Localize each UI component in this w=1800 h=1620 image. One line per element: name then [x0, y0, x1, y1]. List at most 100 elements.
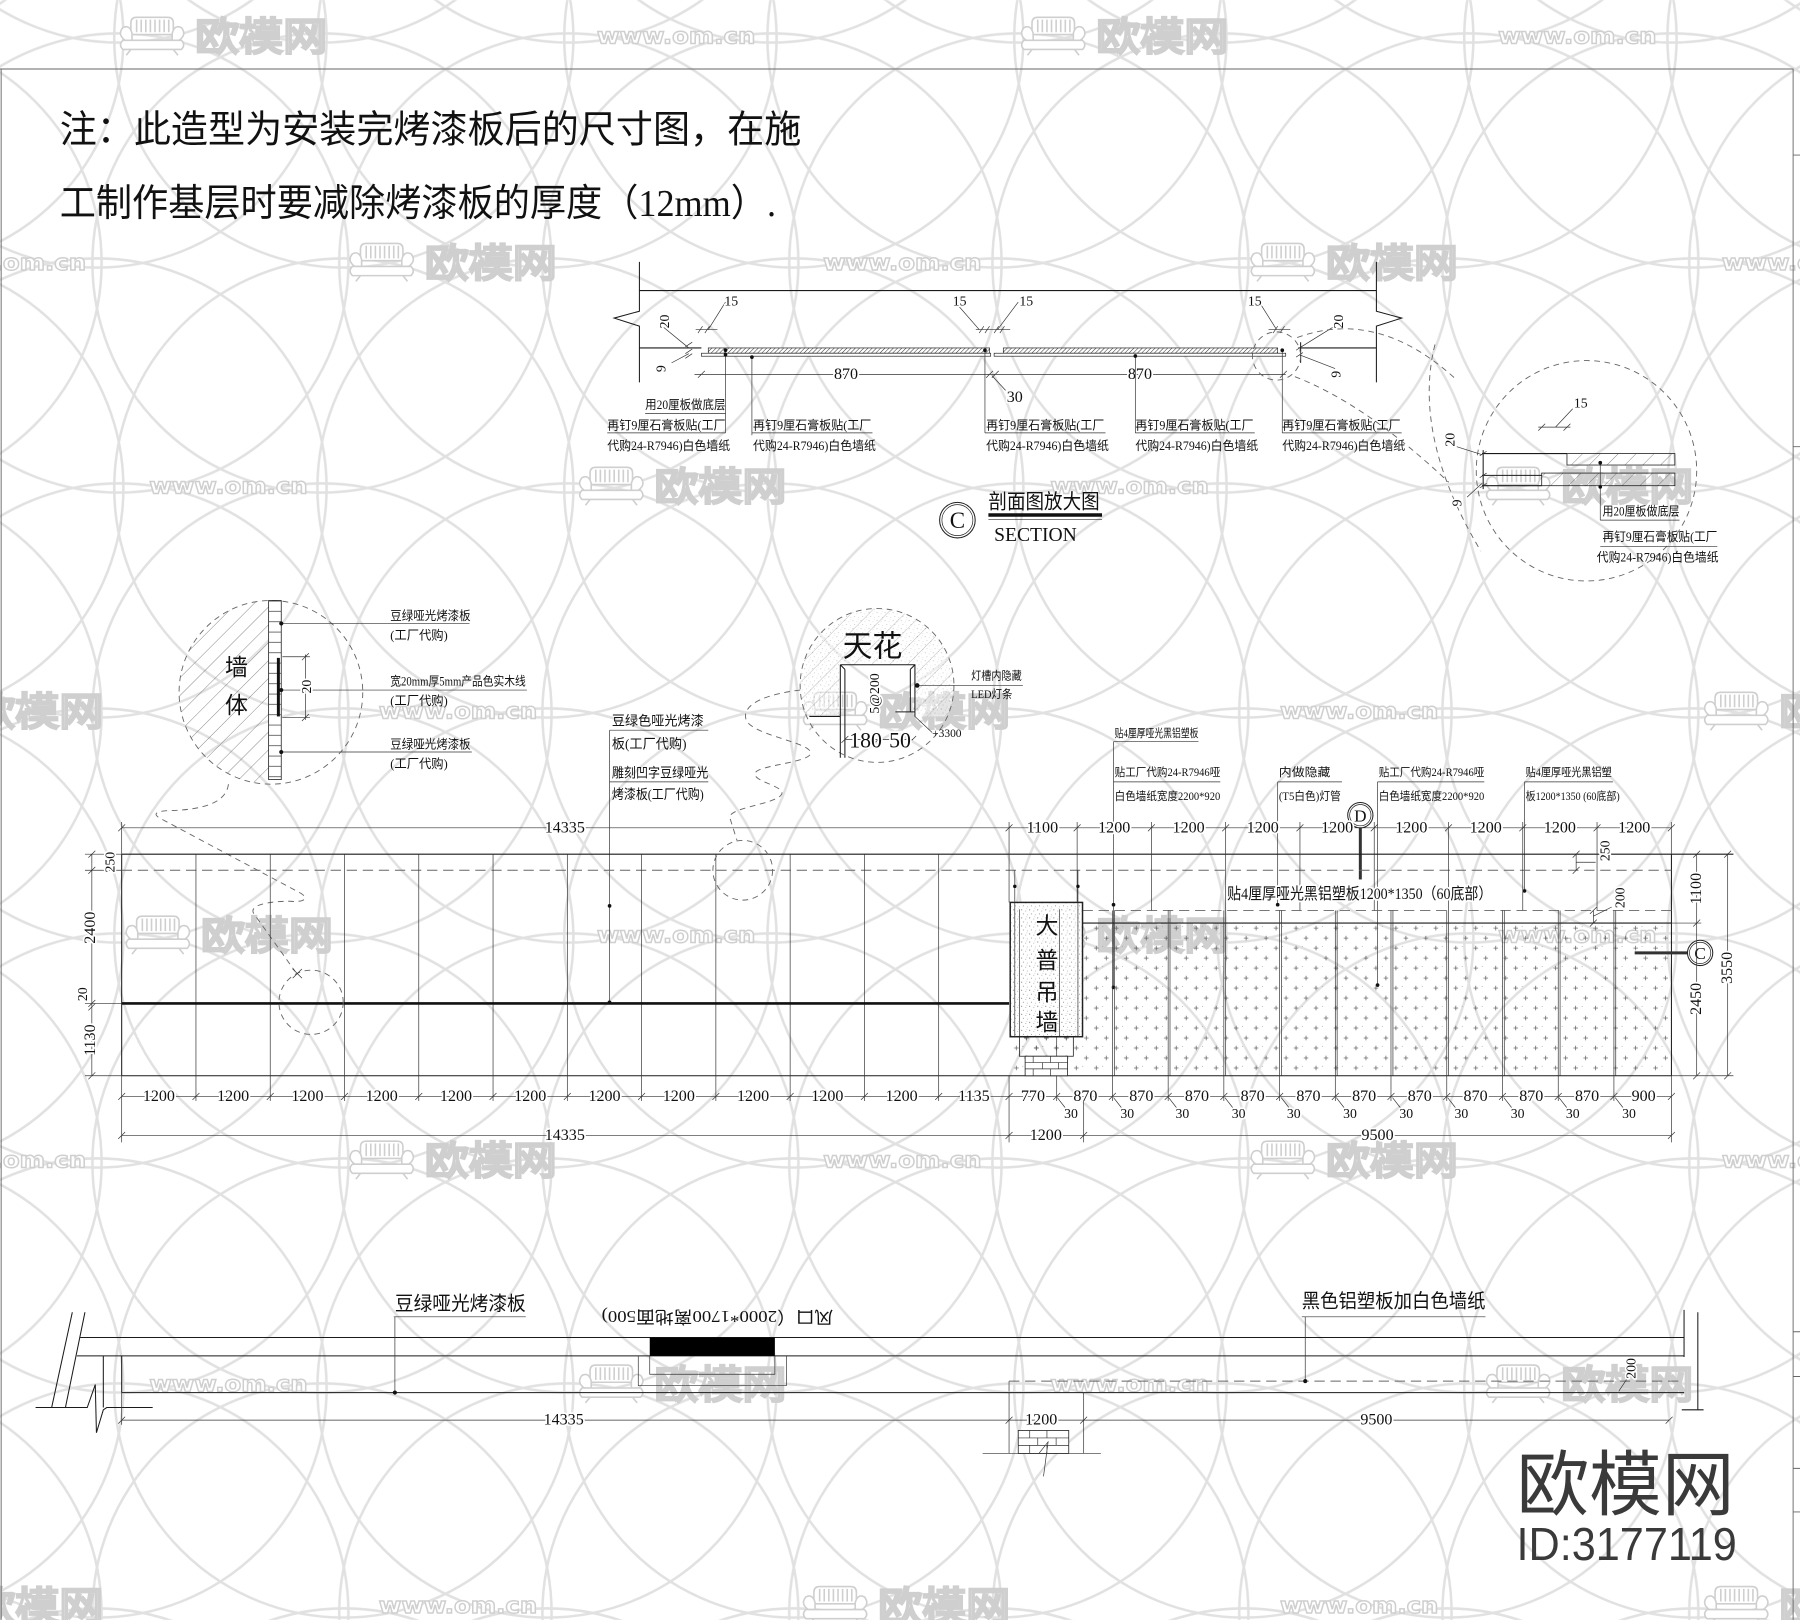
label-finish-line2: 代购24-R7946)白色墙纸 [1135, 438, 1258, 453]
hanging-wall-column: 大 普 吊 墙 [1009, 870, 1084, 1077]
dim-joint: 30 [1232, 1106, 1246, 1121]
dim-gap-15: 15 [724, 293, 738, 308]
watermark-brand-text: 欧模网 [201, 914, 333, 959]
watermark-logo: 欧模网 [120, 15, 328, 61]
detail-marker-d: D [1347, 802, 1374, 880]
callout-carved-line1: 雕刻凹字豆绿哑光 [612, 765, 709, 780]
leader-dot [983, 348, 987, 353]
label-finish-line2: 代购24-R7946)白色墙纸 [1597, 549, 1719, 564]
ceiling-detail-reference-circle [712, 839, 774, 901]
enlarged-detail-dims [1456, 408, 1718, 547]
plan-brick-column [1017, 1430, 1070, 1454]
watermark-url-text: www.om.cn [379, 1594, 537, 1619]
light-trough-lines [809, 664, 916, 758]
plan-dim: 14335 [544, 1412, 584, 1429]
dim-gypsum-9: 9 [654, 365, 669, 372]
watermark-url-text: www.om.cn [0, 251, 86, 276]
watermark-brand-text: 欧模网 [878, 1585, 1010, 1620]
elevation-outline [121, 853, 1734, 1077]
dim-joint: 30 [1454, 1106, 1468, 1121]
dim-top: 1200 [1470, 819, 1502, 836]
callout-green-panel-line2: 板(工厂代购) [612, 737, 687, 753]
wall-detail-dims [281, 623, 527, 753]
dim-right-upper: 1100 [1688, 873, 1705, 905]
watermark-brand-text: 欧模网 [1326, 1139, 1458, 1184]
section-c-detail: 15 15 15 15 20 9 20 9 870 870 30 用20厘板做底… [607, 261, 1719, 582]
wall-label-char: 墙 [225, 655, 248, 680]
ceiling-label: 天花 [843, 631, 903, 664]
dim-bottom: 870 [1352, 1088, 1376, 1105]
dim-panel-870: 870 [1128, 366, 1152, 383]
section-structure-lines [612, 261, 1404, 383]
enlarged-gypsum-board [1541, 472, 1676, 487]
watermark-url-text: www.om.cn [1280, 1594, 1438, 1619]
watermark-url-text: www.om.cn [379, 700, 537, 725]
dim-bottom: 870 [1185, 1088, 1209, 1105]
watermark-logo: 欧模网 [803, 1584, 1011, 1620]
wall-detail-circle [178, 600, 364, 785]
section-cut-marker: C [1634, 939, 1714, 967]
watermark-url-text: www.om.cn [823, 1149, 981, 1174]
dim-gypsum-9: 9 [1329, 371, 1344, 378]
dim-bottom: 870 [1296, 1088, 1320, 1105]
dim-bottom: 870 [1575, 1088, 1599, 1105]
section-dimension-lines [663, 301, 1336, 391]
label-finish-line2: 代购24-R7946)白色墙纸 [607, 438, 730, 453]
detail-callout-circle-small [1251, 331, 1302, 381]
plan-black-panel-line-dashed [1008, 1380, 1685, 1393]
dim-bottom: 1200 [811, 1088, 843, 1105]
dim-bottom: 1200 [663, 1088, 695, 1105]
dim-bottom: 770 [1021, 1088, 1045, 1105]
label-finish-line1: 再钉9厘石膏板贴(工厂 [986, 417, 1104, 432]
dim-left: 20 [75, 987, 90, 1001]
dim-gap-15: 15 [1019, 293, 1033, 308]
dim-bottom: 1135 [958, 1088, 990, 1105]
elevation-callouts: 豆绿色哑光烤漆 板(工厂代购) 雕刻凹字豆绿哑光 烤漆板(工厂代购) 贴4厘厚哑… [607, 713, 1620, 1005]
section-cut-letter: C [1694, 944, 1705, 963]
dim-bottom: 870 [1241, 1088, 1265, 1105]
watermark-brand-text: 欧模网 [425, 1139, 557, 1184]
callout-black-panel: 贴4厘厚哑光黑铝塑板 [1115, 726, 1199, 740]
column-inner-lines [1014, 870, 1079, 1037]
watermark-url-text: www.om.cn [0, 1149, 86, 1174]
wall-detail-reference-circle [278, 969, 344, 1035]
leader-dot [723, 352, 728, 357]
dim-trim-20: 20 [299, 680, 314, 694]
site-branding: 欧模网 ID:3177119 [1516, 1444, 1736, 1571]
dim-bottom: 870 [1519, 1088, 1543, 1105]
ceiling-detail-callout: 天花 5@200 180 50 +3300 灯槽内隐藏 LED灯条 [729, 608, 1023, 841]
dim-joint: 30 [1287, 1106, 1301, 1121]
dim-bottom: 1200 [217, 1088, 249, 1105]
model-id: ID:3177119 [1516, 1518, 1736, 1570]
label-finish-line1: 再钉9厘石膏板贴(工厂 [1135, 417, 1253, 432]
detail-marker-inner-circle [1349, 804, 1372, 827]
section-marker-circle [939, 501, 976, 539]
dim-joint-30: 30 [1007, 389, 1023, 406]
watermark-logo: 欧模网 [1705, 1584, 1800, 1620]
wall-detail-leader-curve [155, 784, 306, 972]
watermark-logo: 欧模网 [1251, 1139, 1459, 1185]
dim-joint: 30 [1176, 1106, 1190, 1121]
section-title-block: C 剖面图放大图 SECTION [939, 491, 1103, 546]
dim-panel-gap: 200 [1612, 887, 1627, 908]
dim-joint: 30 [1120, 1106, 1134, 1121]
dim-top: 1200 [1098, 819, 1130, 836]
callout-black-panel-b-line2: 板1200*1350 (60底部) [1526, 789, 1620, 803]
watermark-brand-text: 欧模网 [0, 691, 103, 736]
led-note-line1: 灯槽内隐藏 [971, 669, 1022, 683]
plan-dim: 1200 [1025, 1412, 1057, 1429]
dim-50: 50 [889, 729, 911, 753]
pattern-wallpaper-area [1010, 923, 1672, 1076]
column-label-char: 普 [1035, 948, 1058, 973]
watermark-brand-text: 欧模网 [1779, 1585, 1800, 1620]
leader-dot [723, 348, 728, 353]
leader-dot [1111, 902, 1116, 907]
enlarged-base-board [1566, 453, 1676, 466]
dim-bottom: 1200 [886, 1088, 918, 1105]
dim-base-board-20: 20 [1442, 433, 1457, 447]
base-board-panel-1 [707, 347, 990, 354]
dim-bottom: 1200 [514, 1088, 546, 1105]
leader-dot [1275, 902, 1280, 907]
right-dimension-chain: 1100 2450 3550 250 200 [1572, 839, 1738, 1080]
